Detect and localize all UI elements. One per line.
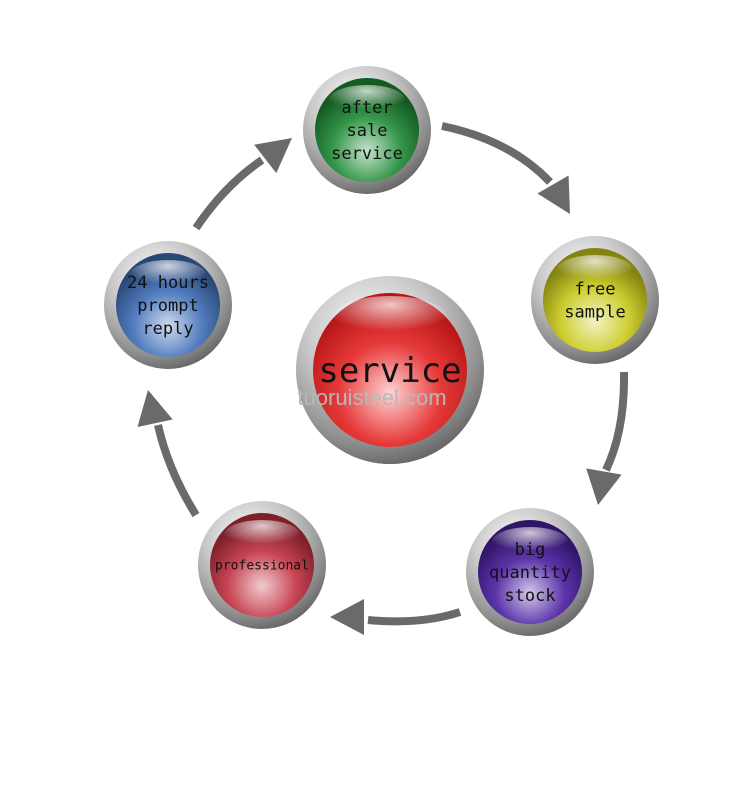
arrow-shaft: [441, 122, 553, 185]
node-24-hours-prompt-reply: 24 hours prompt reply: [104, 241, 232, 369]
node-label-line: professional: [215, 559, 309, 574]
watermark: tuoruisteel.com: [297, 385, 446, 410]
node-label-line: big: [515, 540, 546, 560]
center-service-node: service: [296, 276, 484, 464]
cycle-arrows: [137, 122, 629, 635]
node-professional: professional: [198, 501, 326, 629]
arrow-head: [537, 175, 570, 214]
node-shine: [492, 527, 568, 557]
node-after-sale-service: after sale service: [303, 66, 431, 194]
node-shine: [130, 260, 206, 290]
node-label-line: service: [331, 144, 403, 164]
arrow-head: [137, 390, 173, 427]
arrow-head: [254, 138, 292, 174]
arrow-shaft: [154, 424, 200, 518]
node-label-line: stock: [504, 586, 555, 606]
node-label-line: after: [341, 98, 392, 118]
node-shine: [557, 255, 633, 285]
arrow-head: [330, 599, 364, 635]
node-big-quantity-stock: big quantity stock: [466, 508, 594, 636]
arrow-head: [586, 468, 622, 505]
arrow-shaft: [367, 608, 462, 626]
node-free-sample: free sample: [531, 236, 659, 364]
node-label-line: reply: [142, 319, 193, 339]
cycle-nodes: after sale service free sample big quantity sto…: [104, 66, 659, 636]
node-shine: [329, 85, 405, 115]
center-label: service: [318, 351, 461, 391]
center-shine: [332, 296, 448, 340]
node-label-line: sale: [347, 121, 388, 141]
arrow-shaft: [192, 156, 265, 231]
node-label-line: free: [575, 279, 616, 299]
node-label-line: quantity: [489, 563, 571, 583]
node-label-line: prompt: [137, 296, 198, 316]
node-label-line: 24 hours: [127, 273, 209, 293]
node-shine: [224, 520, 300, 550]
node-label-line: sample: [564, 302, 625, 322]
arrow-shaft: [602, 371, 629, 472]
